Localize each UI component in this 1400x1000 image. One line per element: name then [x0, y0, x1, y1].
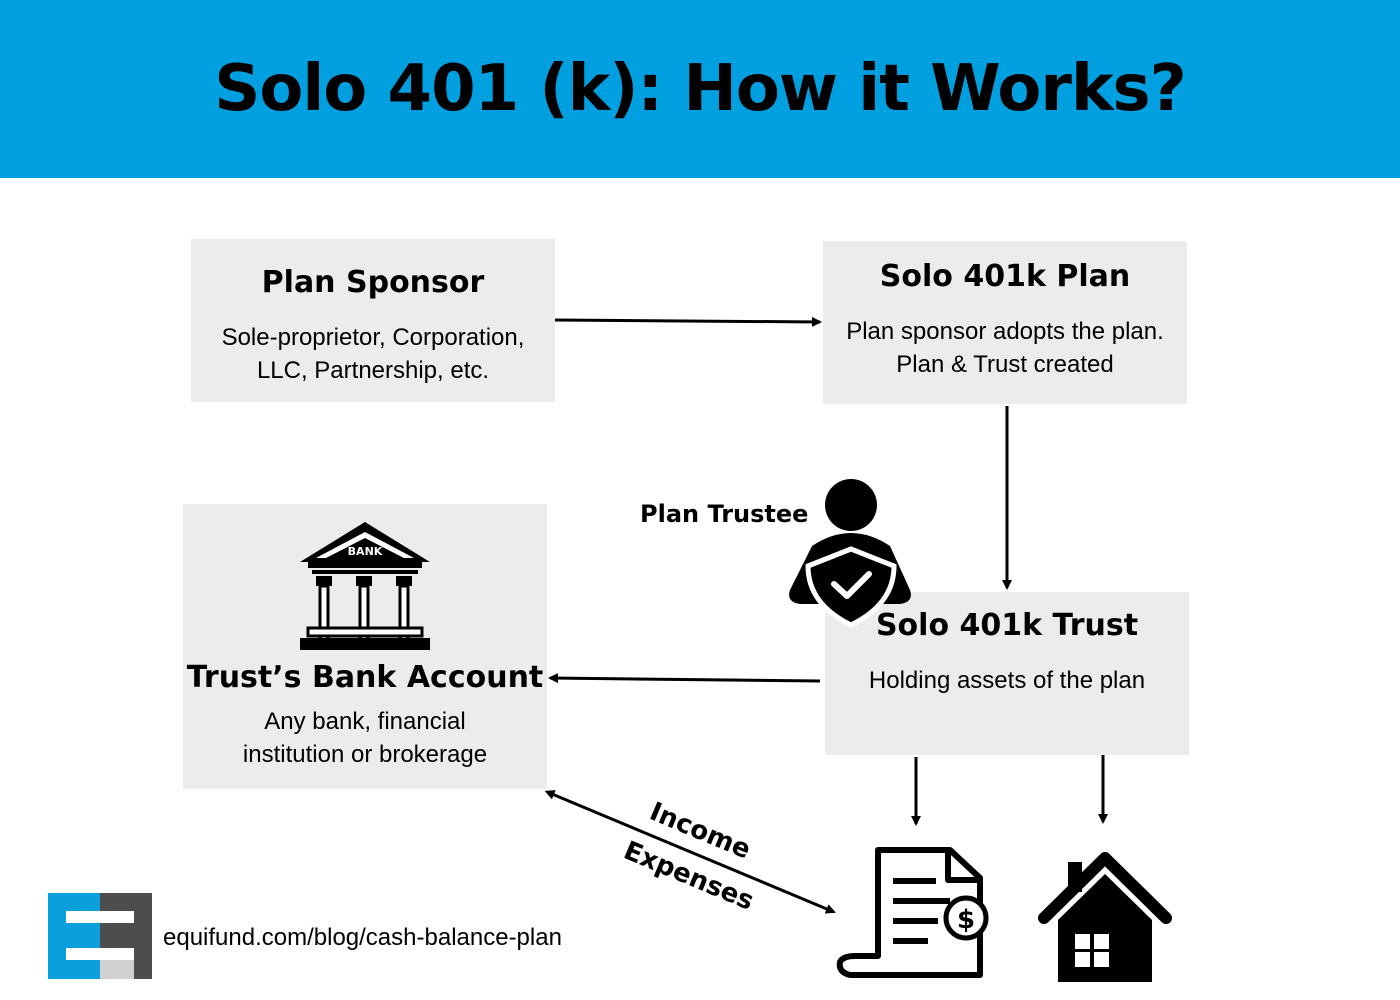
solo-trust-line-1: Holding assets of the plan — [868, 667, 1146, 694]
plan-sponsor-line-2: LLC, Partnership, etc. — [256, 357, 490, 384]
solo-trust-desc: Holding assets of the plan — [825, 664, 1189, 697]
solo-plan-title: Solo 401k Plan — [879, 259, 1131, 294]
plan-sponsor-line-1: Sole-proprietor, Corporation, — [221, 324, 525, 351]
footer-url[interactable]: equifund.com/blog/cash-balance-plan — [163, 924, 562, 951]
header-banner: Solo 401 (k): How it Works? — [0, 0, 1400, 178]
house-icon — [1038, 852, 1172, 982]
plan-sponsor-desc: Sole-proprietor, Corporation, LLC, Partn… — [191, 321, 555, 387]
bank-account-title: Trust’s Bank Account — [186, 660, 544, 695]
solo-trust-box: Solo 401k Trust Holding assets of the pl… — [825, 592, 1189, 755]
plan-sponsor-title: Plan Sponsor — [261, 265, 485, 300]
shield-check-icon — [805, 546, 897, 628]
solo-plan-desc: Plan sponsor adopts the plan. Plan & Tru… — [823, 315, 1187, 381]
equifund-logo — [48, 893, 152, 979]
bank-icon: BANK — [300, 522, 430, 650]
solo-plan-box: Solo 401k Plan Plan sponsor adopts the p… — [823, 241, 1187, 404]
arrow-sponsor-to-plan — [554, 316, 822, 327]
svg-text:$: $ — [957, 905, 975, 935]
plan-trustee-label: Plan Trustee — [640, 500, 809, 528]
bank-account-box: BANK Trust’s Bank Account Any bank, fina… — [183, 504, 547, 789]
bank-account-line-2: institution or brokerage — [242, 741, 488, 768]
invoice-dollar-icon: $ — [836, 847, 989, 978]
solo-plan-line-2: Plan & Trust created — [896, 351, 1114, 378]
plan-sponsor-box: Plan Sponsor Sole-proprietor, Corporatio… — [191, 239, 555, 402]
solo-plan-line-1: Plan sponsor adopts the plan. — [846, 318, 1164, 345]
bank-account-line-1: Any bank, financial — [264, 708, 466, 735]
page-title: Solo 401 (k): How it Works? — [214, 52, 1186, 126]
solo-trust-title: Solo 401k Trust — [875, 608, 1139, 643]
svg-text:BANK: BANK — [348, 545, 383, 558]
arrow-trust-to-bank — [548, 673, 821, 684]
arrow-bank-invoice-bidirectional — [544, 790, 836, 914]
bank-account-desc: Any bank, financial institution or broke… — [183, 705, 547, 771]
